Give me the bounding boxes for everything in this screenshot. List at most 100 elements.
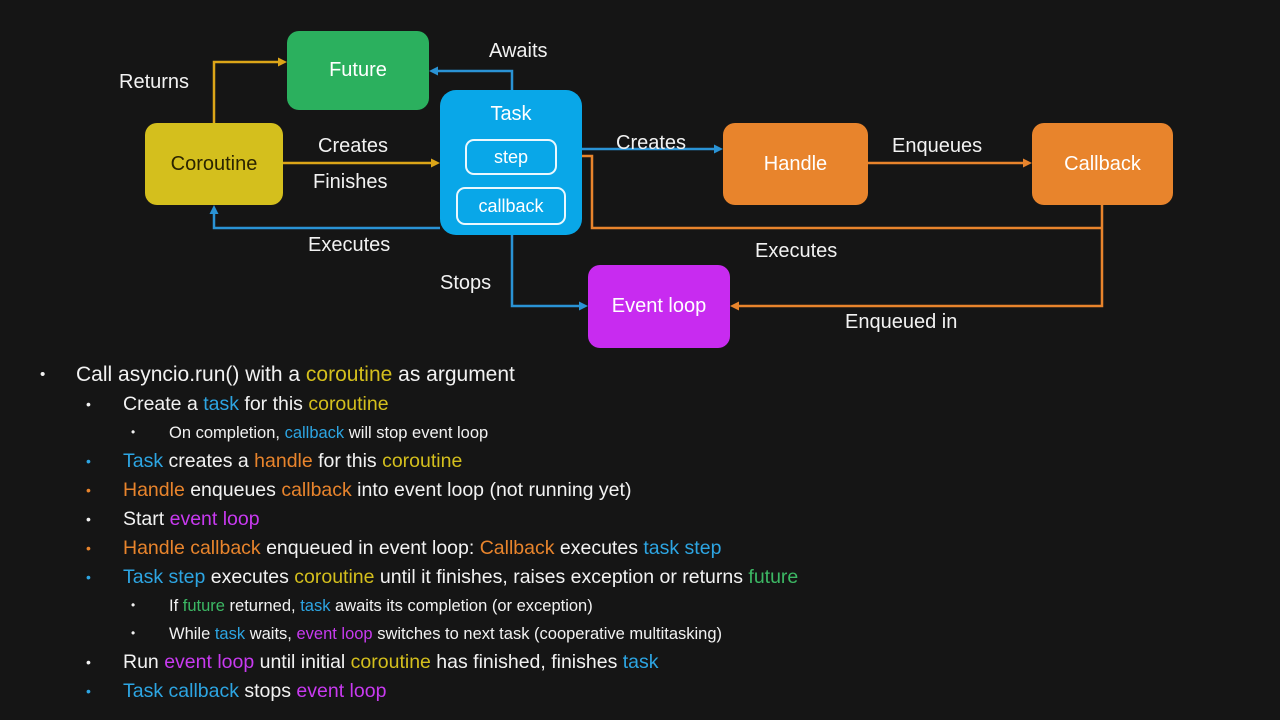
bullet-marker: • [86, 453, 91, 470]
text-segment: executes [554, 537, 644, 559]
arrow-stops [510, 235, 588, 311]
text-segment: coroutine [305, 363, 393, 386]
bullet-marker: • [86, 540, 91, 557]
bullet-line: • Handle callback enqueued in event loop:… [86, 534, 1280, 563]
edge-label-returns: Returns [119, 71, 190, 93]
text-segment: until initial [254, 651, 351, 673]
text-segment: creates a [163, 450, 255, 472]
edge-label-executes-step: Executes [755, 240, 838, 262]
bullet-line: • If future returned, task awaits its com… [131, 592, 1280, 620]
arrow-executes-coroutine [209, 205, 440, 230]
bullet-text: On completion, callback will stop event … [169, 424, 488, 443]
bullet-text: Handle callback enqueued in event loop: … [123, 537, 721, 560]
text-segment: will stop event loop [344, 423, 489, 442]
text-segment: task [203, 393, 239, 415]
text-segment: executes [205, 566, 295, 588]
text-segment: task [300, 596, 331, 615]
bullet-text: Start event loop [123, 508, 260, 531]
arrow-returns [212, 57, 287, 123]
bullet-line: •Task creates a handle for this coroutin… [86, 447, 1280, 476]
bullet-marker: • [86, 511, 91, 528]
text-segment: for this [238, 393, 309, 415]
text-segment: event loop [169, 508, 260, 530]
text-segment: into event loop (not running yet) [351, 479, 632, 501]
text-segment: future [182, 596, 225, 615]
text-segment: callback [284, 423, 345, 442]
bullet-marker: • [86, 396, 91, 413]
text-segment: Handle callback [123, 537, 261, 559]
bullet-marker: • [86, 569, 91, 586]
text-segment: Call asyncio.run() with a [76, 363, 306, 386]
bullet-line: • Task callback stops event loop [86, 677, 1280, 706]
text-segment: has finished, finishes [430, 651, 623, 673]
node-future: Future [287, 31, 429, 110]
text-segment: stops [238, 680, 297, 702]
node-task-label: Task [490, 103, 532, 125]
arrow-awaits [429, 66, 514, 90]
text-segment: Task step [123, 566, 206, 588]
text-segment: event loop [296, 680, 387, 702]
text-segment: coroutine [350, 651, 431, 673]
text-segment: task [622, 651, 659, 673]
bullet-text: Task callback stops event loop [123, 680, 386, 703]
text-segment: coroutine [308, 393, 389, 415]
text-segment: event loop [164, 651, 255, 673]
text-segment: handle [254, 450, 313, 472]
bullet-line: • Start event loop [86, 505, 1280, 534]
text-segment: task step [643, 537, 722, 559]
bullet-text: If future returned, task awaits its comp… [169, 597, 593, 616]
text-segment: While [169, 624, 215, 643]
bullet-text: Task step executes coroutine until it fi… [123, 566, 798, 589]
bullet-line: • While task waits, event loop switches t… [131, 620, 1280, 648]
node-event-loop: Event loop [588, 265, 730, 348]
bullet-line: • Run event loop until initial coroutine … [86, 648, 1280, 677]
bullet-marker: • [40, 366, 46, 384]
node-task-callback: callback [456, 187, 566, 225]
edge-label-executes-coroutine: Executes [308, 234, 391, 256]
bullet-line: • Create a task for this coroutine [86, 390, 1280, 419]
bullet-line: • Call asyncio.run() with a coroutine as … [40, 360, 1280, 390]
bullet-marker: • [131, 425, 136, 440]
text-segment: coroutine [294, 566, 375, 588]
text-segment: awaits its completion (or exception) [330, 596, 593, 615]
text-segment: enqueued in event loop: [260, 537, 480, 559]
text-segment: If [169, 596, 183, 615]
text-segment: Task [123, 450, 164, 472]
bullet-text: Call asyncio.run() with a coroutine as a… [76, 363, 515, 387]
bullet-marker: • [86, 654, 91, 671]
node-handle: Handle [723, 123, 868, 205]
bullet-text: While task waits, event loop switches to… [169, 625, 722, 644]
edge-label-creates-handle: Creates [616, 132, 687, 154]
node-coroutine: Coroutine [145, 123, 283, 205]
text-segment: callback [281, 479, 352, 501]
node-task-step: step [465, 139, 557, 175]
text-segment: task [214, 624, 246, 643]
bullet-text: Handle enqueues callback into event loop… [123, 479, 631, 502]
node-callback: Callback [1032, 123, 1173, 205]
text-segment: returned, [224, 596, 301, 615]
text-segment: Handle [123, 479, 185, 501]
bullet-line: • Handle enqueues callback into event loo… [86, 476, 1280, 505]
edge-label-finishes: Finishes [313, 171, 388, 193]
bullet-marker: • [86, 482, 91, 499]
text-segment: until it finishes, raises exception or r… [374, 566, 749, 588]
bullet-line: • Task step executes coroutine until it f… [86, 563, 1280, 592]
bullet-marker: • [131, 598, 136, 613]
bullet-line: • On completion, callback will stop event… [131, 419, 1280, 447]
node-task: Task step callback [440, 90, 582, 235]
text-segment: On completion, [169, 423, 285, 442]
bullet-marker: • [86, 683, 91, 700]
text-segment: waits, [245, 624, 297, 643]
text-segment: enqueues [184, 479, 282, 501]
bullet-text: Run event loop until initial coroutine h… [123, 651, 659, 674]
edge-label-creates-task: Creates [318, 135, 389, 157]
text-segment: coroutine [382, 450, 463, 472]
bullet-list: • Call asyncio.run() with a coroutine as … [0, 360, 1280, 706]
edge-label-stops: Stops [440, 272, 492, 294]
text-segment: Task callback [123, 680, 239, 702]
text-segment: Create a [123, 393, 204, 415]
edge-label-awaits: Awaits [489, 40, 548, 62]
bullet-text: Create a task for this coroutine [123, 393, 389, 416]
bullet-marker: • [131, 626, 136, 641]
